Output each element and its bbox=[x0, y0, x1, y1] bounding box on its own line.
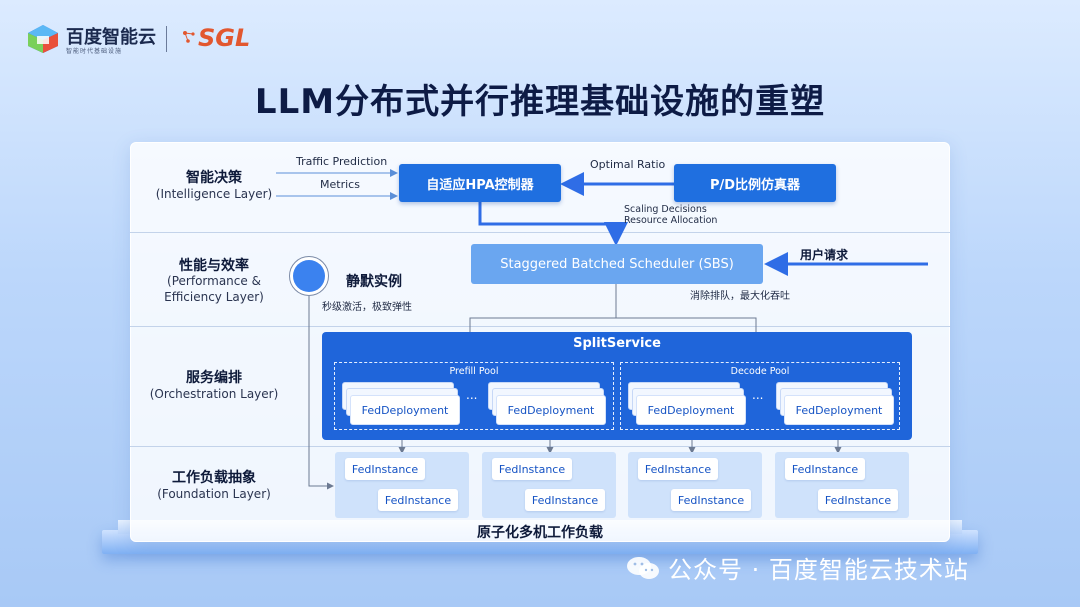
layer-divider bbox=[130, 326, 950, 327]
layer-intelligence-subtitle: (Intelligence Layer) bbox=[155, 187, 273, 201]
brand-subtitle: 智能时代基础设施 bbox=[66, 48, 123, 55]
scaling-decisions-label: Scaling Decisions bbox=[624, 204, 707, 215]
foundation-footer-label: 原子化多机工作负载 bbox=[477, 525, 603, 541]
fed-instance-card: FedInstance bbox=[525, 489, 605, 511]
silent-instance-desc: 秒级激活，极致弹性 bbox=[322, 302, 412, 313]
layer-performance-title: 性能与效率 bbox=[179, 258, 249, 274]
fed-deployment-card: FedDeployment bbox=[636, 395, 746, 425]
silent-instance-title: 静默实例 bbox=[346, 274, 402, 290]
brand-divider bbox=[166, 26, 167, 52]
fed-instance-card: FedInstance bbox=[785, 458, 865, 480]
split-service-title: SplitService bbox=[573, 336, 661, 351]
decode-ellipsis: ... bbox=[752, 388, 764, 402]
user-request-label: 用户请求 bbox=[800, 248, 849, 262]
sgl-molecule-icon bbox=[183, 31, 195, 43]
resource-allocation-label: Resource Allocation bbox=[624, 215, 718, 226]
layer-performance-subtitle-2: Efficiency Layer) bbox=[164, 290, 264, 304]
fed-instance-card: FedInstance bbox=[345, 458, 425, 480]
watermark-text: 公众号 · 百度智能云技术站 bbox=[668, 556, 969, 584]
fed-instance-card: FedInstance bbox=[671, 489, 751, 511]
fed-deployment-card: FedDeployment bbox=[350, 395, 460, 425]
layer-performance-subtitle-1: (Performance & bbox=[167, 274, 261, 288]
prefill-ellipsis: ... bbox=[466, 388, 478, 402]
baidu-cloud-logo-icon bbox=[28, 25, 58, 53]
layer-intelligence-title: 智能决策 bbox=[186, 170, 242, 186]
wechat-watermark: 公众号 · 百度智能云技术站 bbox=[626, 550, 969, 585]
metrics-label: Metrics bbox=[320, 178, 360, 191]
page-title: LLM分布式并行推理基础设施的重塑 bbox=[254, 82, 826, 122]
pd-ratio-simulator-box: P/D比例仿真器 bbox=[674, 164, 836, 202]
wechat-icon bbox=[627, 556, 659, 579]
prefill-pool-title: Prefill Pool bbox=[449, 366, 499, 377]
silent-instance-icon bbox=[289, 256, 329, 296]
layer-divider bbox=[130, 446, 950, 447]
fed-instance-card: FedInstance bbox=[492, 458, 572, 480]
traffic-prediction-label: Traffic Prediction bbox=[296, 155, 388, 168]
fed-deployment-card: FedDeployment bbox=[784, 395, 894, 425]
fed-instance-card: FedInstance bbox=[638, 458, 718, 480]
decode-pool bbox=[620, 362, 900, 430]
optimal-ratio-label: Optimal Ratio bbox=[590, 158, 666, 171]
decode-pool-title: Decode Pool bbox=[730, 366, 790, 377]
fed-instance-card: FedInstance bbox=[818, 489, 898, 511]
scheduler-desc: 消除排队，最大化吞吐 bbox=[690, 291, 790, 302]
sgl-logo: SGL bbox=[198, 24, 251, 52]
hpa-controller-box: 自适应HPA控制器 bbox=[399, 164, 561, 202]
layer-foundation-title: 工作负载抽象 bbox=[172, 470, 256, 486]
layer-orchestration-title: 服务编排 bbox=[186, 370, 242, 386]
layer-divider bbox=[130, 232, 950, 233]
layer-orchestration-subtitle: (Orchestration Layer) bbox=[149, 387, 279, 401]
layer-foundation-subtitle: (Foundation Layer) bbox=[157, 487, 271, 501]
prefill-pool bbox=[334, 362, 614, 430]
fed-deployment-card: FedDeployment bbox=[496, 395, 606, 425]
sbs-scheduler-box: Staggered Batched Scheduler (SBS) bbox=[471, 244, 763, 284]
fed-instance-card: FedInstance bbox=[378, 489, 458, 511]
brand-name: 百度智能云 bbox=[66, 27, 156, 48]
